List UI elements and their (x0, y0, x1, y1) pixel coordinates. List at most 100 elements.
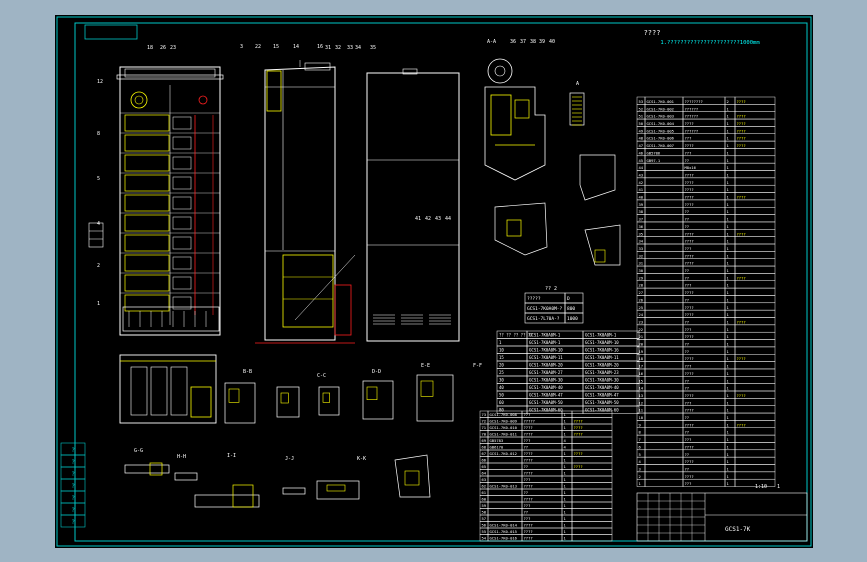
title-block-scale: 1:10 (755, 484, 767, 490)
leader-number: 22 (255, 44, 261, 50)
parts-cell-text: 1 (727, 444, 730, 449)
config-cell-text: GCS1-7K0A0M-11 (585, 355, 619, 360)
config-cell-text: GCS1-7K0A0M-40 (529, 385, 563, 390)
parts-cell-text: 1 (564, 529, 567, 534)
parts-cell (682, 214, 726, 223)
profile-insert (420, 380, 434, 397)
parts-cell (682, 412, 726, 421)
config-cell-text: 80 (499, 408, 504, 413)
parts-cell-text: ?? (524, 490, 529, 495)
parts-cell (734, 280, 776, 289)
parts-cell-text: 22 (639, 327, 644, 332)
parts-cell (644, 258, 684, 267)
parts-cell-text: ???? (524, 471, 533, 476)
parts-cell-text: ?? (524, 510, 529, 515)
parts-cell (682, 464, 726, 473)
parts-cell-text: 70 (482, 432, 487, 437)
parts-cell (571, 488, 613, 496)
parts-cell-text: 1 (727, 371, 730, 376)
leader-number: 31 (325, 45, 331, 51)
parts-cell-text: 28 (639, 283, 644, 288)
parts-cell (644, 464, 684, 473)
parts-cell (571, 436, 613, 444)
parts-cell (734, 199, 776, 208)
parts-cell-text: 1 (639, 481, 642, 486)
parts-cell (644, 354, 684, 362)
config-cell-text: GCS1-7K0A0M-16 (585, 348, 619, 353)
parts-cell-text: ???? (685, 261, 694, 266)
parts-cell (644, 199, 684, 208)
detail-b-c (494, 154, 621, 266)
profile-insert (228, 388, 240, 403)
parts-cell-text: ???? (685, 231, 694, 236)
parts-cell-text: GCS1-7K0-001 (647, 99, 675, 104)
parts-cell-text: GCS1-7K0-005 (647, 128, 674, 133)
parts-cell (734, 383, 776, 392)
parts-cell-text: ??? (524, 412, 531, 417)
parts-cell-text: GCS1-7K0-010 (490, 425, 518, 430)
parts-cell-text: 1 (727, 246, 730, 251)
parts-cell-text: ???? (685, 356, 694, 361)
parts-cell (682, 295, 726, 304)
parts-cell-text: ?? (685, 217, 690, 222)
revision-cell-text: ? (71, 459, 75, 466)
parts-cell-text: GCS1-7K0-012 (490, 451, 517, 456)
parts-cell (571, 514, 613, 522)
parts-cell-text: GB5786 (647, 150, 661, 155)
leader-number: 42 (425, 216, 431, 222)
parts-cell (682, 265, 726, 274)
parts-cell-text: ?????? (685, 106, 699, 111)
parts-cell-text: M8x16 (685, 165, 697, 170)
drawer-unit (124, 294, 170, 312)
parts-cell-text: GCS1-7K0-008 (490, 412, 518, 417)
config-cell-text: GCS1-7K0A0M-1 (529, 333, 561, 338)
leader-number: 14 (293, 44, 299, 50)
section-label: J-J (285, 456, 294, 462)
parts-cell (644, 221, 684, 230)
parts-cell (734, 104, 776, 112)
parts-cell-text: 1 (727, 400, 730, 405)
parts-cell-text: 47 (639, 143, 644, 148)
parts-cell-text: 58 (482, 510, 487, 515)
parts-cell-text: 1 (564, 497, 567, 502)
parts-cell-text: 50 (639, 121, 644, 126)
parts-cell (644, 251, 684, 259)
parts-cell-text: 2 (639, 474, 641, 479)
parts-cell (682, 273, 726, 281)
drawer-unit (124, 274, 170, 292)
parts-cell (734, 251, 776, 259)
parts-cell-text: ??? (685, 437, 692, 442)
config-cell-text: GCS1-7K0A0M-30 (529, 378, 563, 383)
parts-cell-text: 21 (639, 334, 644, 339)
parts-cell-text: ???? (737, 231, 746, 236)
parts-cell-text: ???? (685, 459, 694, 464)
parts-cell-text: 1 (564, 516, 567, 521)
parts-cell-text: 1 (727, 481, 730, 486)
parts-cell (644, 265, 684, 274)
parts-cell-text: GCS1-7K0-002 (647, 106, 674, 111)
parts-cell-text: ??? (685, 150, 692, 155)
parts-cell-text: ???? (524, 536, 533, 541)
leader-number: 15 (273, 44, 279, 50)
parts-cell (644, 214, 684, 223)
parts-cell-text: 61 (482, 490, 487, 495)
config-cell-text: 25 (499, 370, 504, 375)
parts-cell-text: 65 (482, 464, 487, 469)
section-label: A (576, 81, 579, 87)
parts-cell-text: ?? (685, 430, 690, 435)
parts-cell (644, 405, 684, 414)
drawer-panel (172, 256, 192, 270)
parts-cell-text: 4 (564, 445, 567, 450)
parts-cell-text: 64 (482, 471, 487, 476)
parts-cell-text: ?? (685, 297, 690, 302)
leader-number: 43 (435, 216, 441, 222)
parts-cell-text: 43 (639, 172, 644, 177)
parts-cell-text: 1 (727, 305, 730, 310)
parts-cell (644, 236, 684, 245)
parts-cell (644, 302, 684, 311)
parts-cell (644, 317, 684, 326)
parts-cell-text: ?? (685, 415, 690, 420)
parts-cell-text: ???? (685, 239, 694, 244)
section-label: C-C (317, 373, 326, 379)
